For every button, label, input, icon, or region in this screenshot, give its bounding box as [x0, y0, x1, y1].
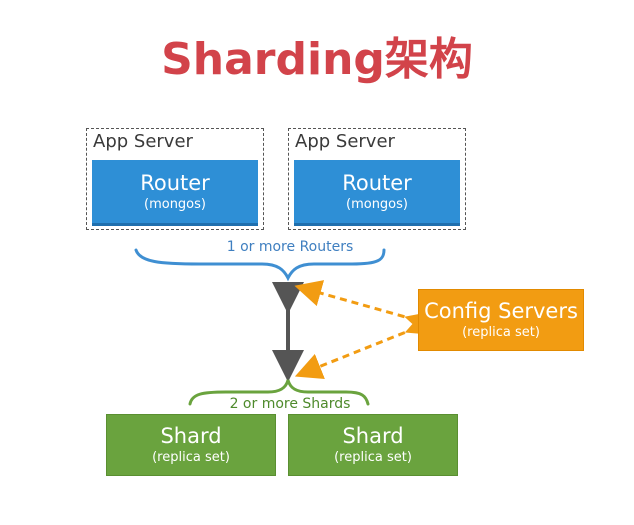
config-servers-subtitle: (replica set) [462, 325, 540, 340]
page-title: Sharding架构 [161, 34, 473, 85]
config-shard-arrow [294, 309, 435, 379]
shard-title: Shard [160, 424, 222, 448]
app-server-label: App Server [295, 131, 395, 152]
shards-caption: 2 or more Shards [229, 396, 351, 412]
router-subtitle: (mongos) [144, 196, 206, 212]
router-title: Router [342, 170, 412, 195]
routers-caption: 1 or more Routers [226, 239, 354, 255]
config-servers-title: Config Servers [424, 299, 578, 323]
shard-subtitle: (replica set) [152, 450, 230, 465]
shard-title: Shard [342, 424, 404, 448]
shard-2[interactable]: Shard (replica set) [288, 414, 458, 476]
app-server-label: App Server [93, 131, 193, 152]
config-router-arrow [294, 280, 435, 338]
shard-1[interactable]: Shard (replica set) [106, 414, 276, 476]
shard-subtitle: (replica set) [334, 450, 412, 465]
config-servers[interactable]: Config Servers (replica set) [418, 289, 584, 351]
routers-brace [134, 248, 386, 282]
router-1[interactable]: Router (mongos) [92, 160, 258, 226]
shards-brace [188, 379, 370, 406]
router-2[interactable]: Router (mongos) [294, 160, 460, 226]
router-subtitle: (mongos) [346, 196, 408, 212]
router-title: Router [140, 170, 210, 195]
